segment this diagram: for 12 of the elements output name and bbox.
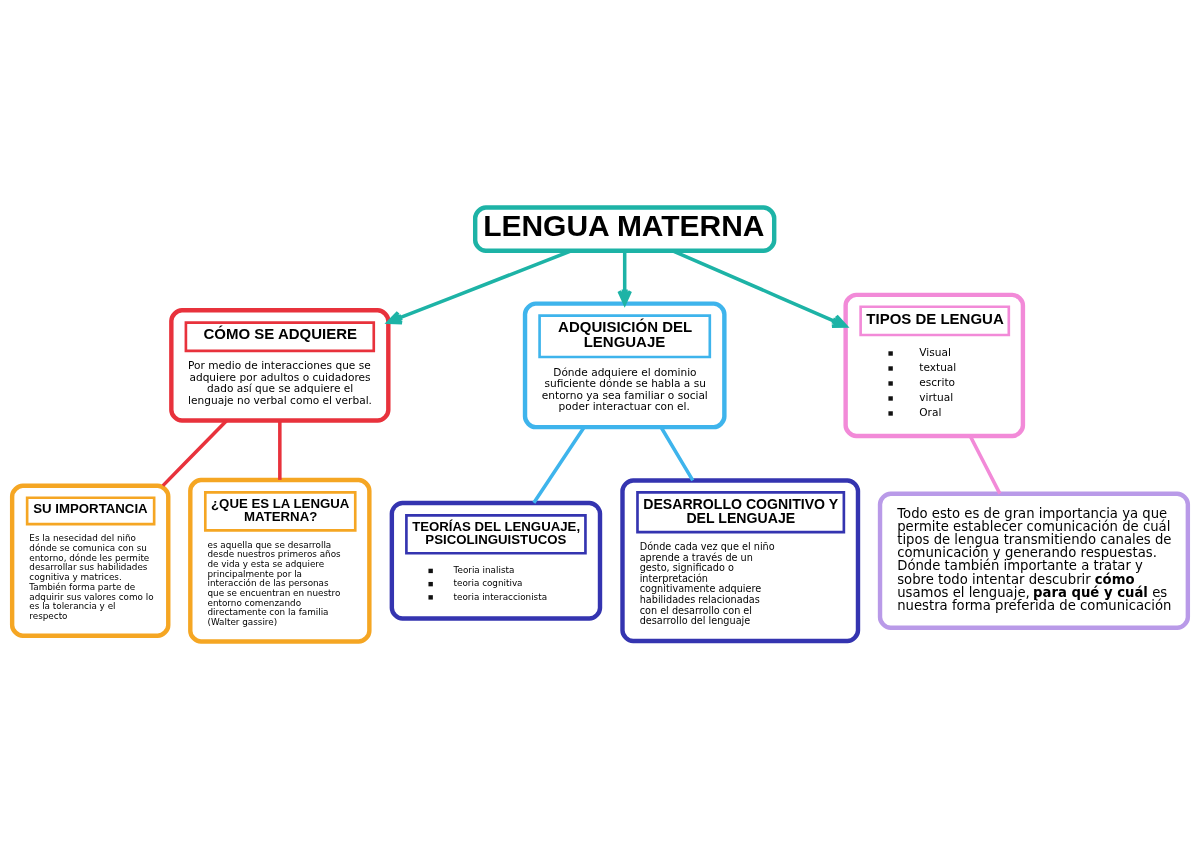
node-box: SU IMPORTANCIA Es la nesecidad del niño dónde se comunica con su entorno, dónde les permite desarrollar sus habilidades cognitiva y matrices. También forma parte de adquirir sus valores como lo es la tolerancia y el respecto — [9, 483, 171, 638]
arrow — [617, 250, 632, 305]
connector — [161, 419, 228, 487]
node-box: CÓMO SE ADQUIERE Por medio de interacciones que se adquiere por adultos o cuidadores dado así que se adquiere el lenguaje no verbal como el verbal. — [169, 307, 391, 423]
node-box: ADQUISICIÓN DEL LENGUAJE Dónde adquiere el dominio suficiente dónde se habla a su entorno ya sea familiar o social poder interactuar con el. — [522, 300, 727, 429]
connector — [278, 420, 282, 480]
node-box: TEORÍAS DEL LENGUAJE, PSICOLINGUISTUCOS Teoria inalista teoria cognitiva teoria interaccionista — [389, 500, 603, 621]
node-box: DESARROLLO COGNITIVO Y DEL LENGUAJE Dónde cada vez que el niño aprende a través de un gesto, significado o interpretación cognitivamente adquiere habilidades relacionadas con el desarrollo con el desarrollo del lenguaje — [620, 477, 861, 643]
node-box: TIPOS DE LENGUA Visual textual escrito virtual Oral — [843, 292, 1026, 438]
node-box: LENGUA MATERNA — [473, 204, 777, 253]
node-box: Todo esto es de gran importancia ya que permite establecer comunicación de cuál tipos de lengua transmitiendo canales de comunicación y generando respuestas. Dónde también importante a tratar y sobre todo intentar descubrir cómo usamos el lenguaje, para qué y cuál es nuestra forma preferida de comunicación — [877, 491, 1191, 630]
node-box: ¿QUE ES LA LENGUA MATERNA? es aquella que se desarrolla desde nuestros primeros años de vida y esta se adquiere principalmente por la interacción de las personas que se encuentran en nuestro entorno comenzando directamente con la familia (Walter gassire) — [188, 477, 372, 644]
